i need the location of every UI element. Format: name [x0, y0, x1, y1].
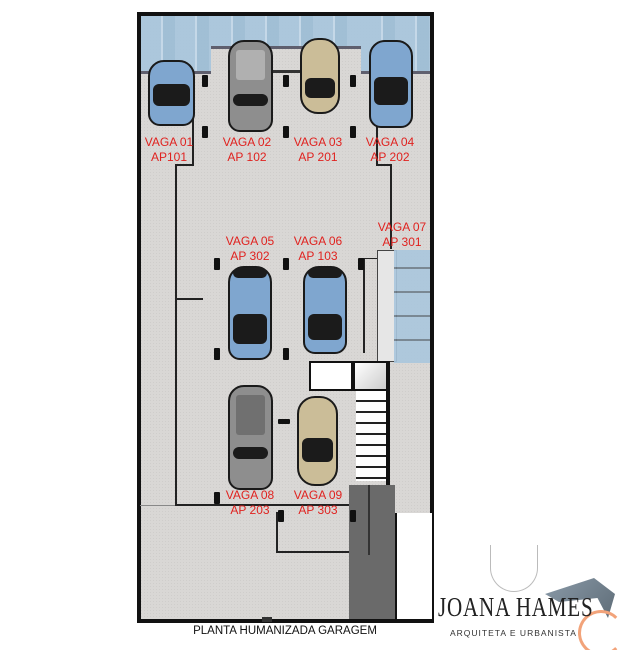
car-vaga-09	[297, 396, 338, 486]
vaga-number: VAGA 05	[225, 234, 275, 248]
apartment-number: AP 303	[298, 503, 338, 517]
pillar	[283, 258, 289, 270]
inner-line	[376, 164, 392, 166]
wall-left	[137, 12, 141, 623]
logo-name: JOANA HAMES	[438, 592, 594, 622]
inner-line	[175, 298, 203, 300]
apartment-number: AP 102	[227, 150, 267, 164]
apartment-number: AP101	[150, 150, 188, 164]
inner-line	[175, 164, 177, 506]
inner-line	[175, 164, 194, 166]
side-glass-panel	[394, 250, 430, 363]
apartment-number: AP 302	[230, 249, 270, 263]
inner-line	[175, 504, 350, 506]
gate-mark	[262, 617, 272, 622]
plan-title: PLANTA HUMANIZADA GARAGEM	[193, 625, 377, 637]
pillar	[214, 348, 220, 360]
pillar	[350, 510, 356, 522]
car-vaga-03	[300, 38, 340, 114]
car-vaga-05	[228, 266, 272, 360]
apartment-number: AP 202	[370, 150, 410, 164]
inner-line	[390, 164, 392, 249]
pillar	[283, 75, 289, 87]
pillar	[278, 510, 284, 522]
pillar	[214, 492, 220, 504]
pillar	[214, 258, 220, 270]
vaga-number: VAGA 08	[225, 488, 275, 502]
car-vaga-06	[303, 266, 347, 354]
vaga-number: VAGA 01	[144, 135, 194, 149]
apartment-number: AP 203	[230, 503, 270, 517]
canopy-beam	[272, 70, 300, 73]
core-block	[309, 361, 353, 391]
staircase	[356, 391, 387, 481]
apartment-number: AP 201	[298, 150, 338, 164]
inner-line	[363, 258, 383, 259]
vaga-number: VAGA 04	[365, 135, 415, 149]
wall-bottom	[137, 619, 434, 623]
inner-line	[363, 258, 365, 353]
inner-line	[140, 505, 175, 506]
logo-j-arc-icon	[490, 545, 538, 592]
vaga-number: VAGA 02	[222, 135, 272, 149]
pillar	[278, 419, 290, 424]
stair-rail	[386, 361, 390, 486]
vaga-number: VAGA 09	[293, 488, 343, 502]
pillar	[202, 75, 208, 87]
wall-top	[137, 12, 433, 16]
pillar	[350, 75, 356, 87]
car-vaga-01	[148, 60, 195, 126]
vaga-number: VAGA 07	[377, 220, 427, 234]
pillar	[202, 126, 208, 138]
car-vaga-04	[369, 40, 413, 128]
pillar	[283, 348, 289, 360]
logo-swirl-icon	[578, 610, 619, 650]
white-area	[395, 513, 432, 619]
vaga-number: VAGA 03	[293, 135, 343, 149]
pillar	[350, 126, 356, 138]
ramp	[349, 485, 395, 619]
inner-line	[276, 551, 370, 553]
apartment-number: AP 301	[382, 235, 422, 249]
wall-right	[430, 12, 434, 623]
car-vaga-02	[228, 40, 273, 132]
apartment-number: AP 103	[298, 249, 338, 263]
pillar	[283, 126, 289, 138]
inner-line	[276, 512, 278, 552]
elevator-shaft	[353, 361, 388, 391]
ramp-divider	[368, 485, 370, 555]
vaga-number: VAGA 06	[293, 234, 343, 248]
pillar	[358, 258, 364, 270]
logo-subtitle: ARQUITETA E URBANISTA	[450, 628, 577, 638]
car-vaga-08	[228, 385, 273, 490]
